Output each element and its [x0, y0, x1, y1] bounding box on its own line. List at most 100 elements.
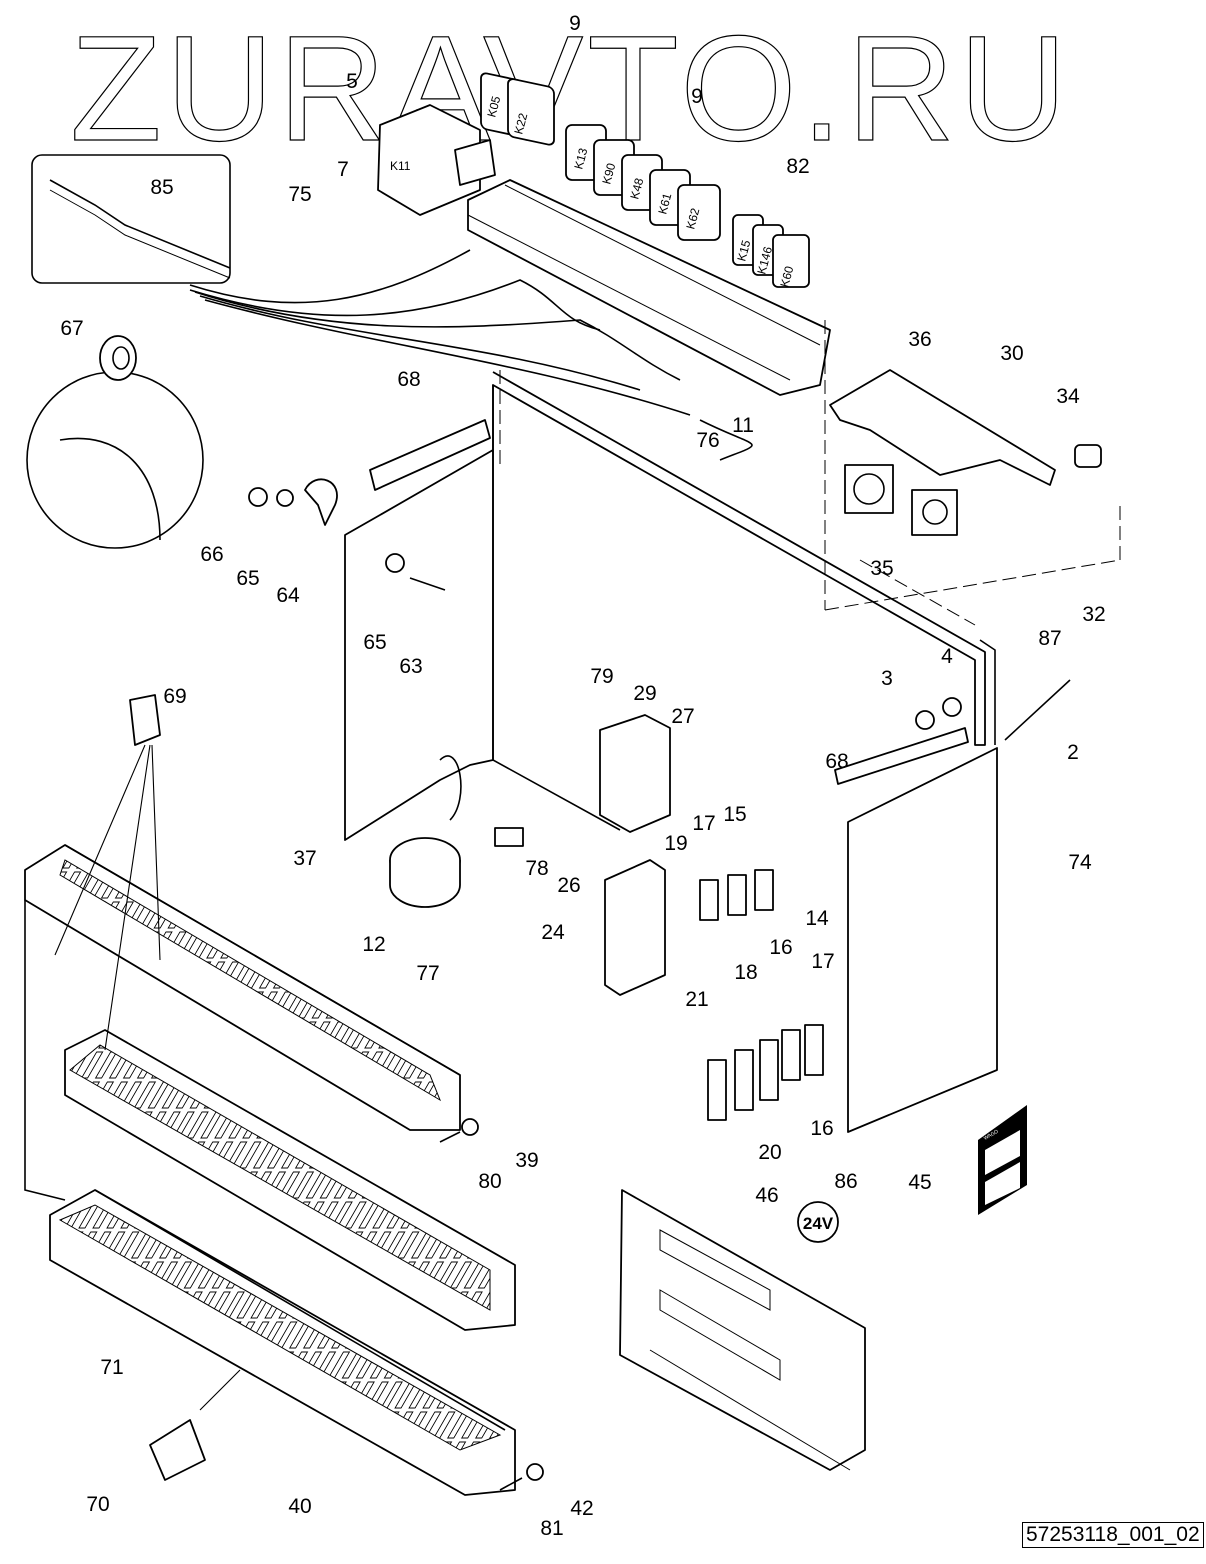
back-plate: [344, 371, 996, 841]
callout: 42: [570, 1497, 593, 1520]
washer: [276, 489, 294, 507]
callout: 36: [908, 328, 931, 351]
label-decal: [619, 1189, 866, 1471]
callout: 14: [805, 907, 829, 930]
svg-text:K60: K60: [777, 264, 796, 289]
callout: 17: [692, 812, 715, 835]
bolt: [499, 1477, 523, 1491]
callout: 21: [685, 988, 708, 1011]
callout: 24: [541, 921, 565, 944]
cable-clamp: [304, 478, 338, 526]
fuse-holders: [699, 869, 824, 1121]
callout: 39: [515, 1149, 538, 1172]
callout: 82: [786, 155, 809, 178]
washer: [942, 697, 962, 717]
callout: 78: [525, 857, 548, 880]
24v-text: 24V: [803, 1214, 834, 1233]
wago-decal: WAGO: [978, 1105, 1027, 1215]
callout: 15: [723, 803, 746, 826]
callout: 27: [671, 705, 694, 728]
bolt: [439, 1131, 461, 1143]
callout: 80: [478, 1170, 501, 1193]
callout: 20: [758, 1141, 781, 1164]
callout: 79: [590, 665, 613, 688]
relay-k22: K22: [507, 78, 555, 146]
nut: [248, 487, 268, 507]
callout: 87: [1038, 627, 1061, 650]
callout: 45: [908, 1171, 931, 1194]
nut: [915, 710, 935, 730]
callout: 65: [236, 567, 259, 590]
callout: 26: [557, 874, 580, 897]
electronic-module: [604, 859, 666, 996]
callout: 34: [1056, 385, 1080, 408]
callout: 30: [1000, 342, 1023, 365]
callout: 74: [1068, 851, 1092, 874]
cable-duct-lower: [49, 1189, 516, 1496]
callout: 64: [276, 584, 300, 607]
callout: 9: [569, 12, 581, 35]
callout: 7: [337, 158, 349, 181]
callout: 46: [755, 1184, 778, 1207]
svg-text:K22: K22: [511, 111, 530, 136]
callout: 63: [399, 655, 422, 678]
svg-text:K61: K61: [655, 191, 674, 216]
callout: 17: [811, 950, 834, 973]
callout: 66: [200, 543, 223, 566]
svg-text:K05: K05: [484, 94, 503, 119]
transformer: [389, 755, 524, 908]
callout: 32: [1082, 603, 1105, 626]
end-cap-upper: [129, 694, 161, 746]
relay-k60: K60: [772, 234, 810, 289]
svg-text:K15: K15: [734, 238, 753, 263]
callout: 70: [86, 1493, 109, 1516]
callout: 67: [60, 317, 83, 340]
callout: 76: [696, 429, 719, 452]
bolt: [409, 577, 446, 591]
timer-relay: [599, 714, 671, 833]
callout: 68: [397, 368, 420, 391]
callout: 18: [734, 961, 757, 984]
svg-text:K11: K11: [390, 159, 411, 173]
cable-duct-upper: [24, 844, 461, 1201]
callout: 29: [633, 682, 656, 705]
stud: [1004, 679, 1071, 741]
end-cap-lower: [149, 1419, 206, 1481]
callout: 35: [870, 557, 893, 580]
24v-decal: [797, 1201, 839, 1243]
connector-bracket: [829, 369, 1102, 536]
wire-harness: [189, 249, 753, 461]
drawing-reference-number: 57253118_001_02: [1022, 1522, 1204, 1548]
callout: 12: [362, 933, 385, 956]
tape-inset: [26, 335, 204, 549]
edge-profile-left: [369, 419, 491, 491]
callout: 85: [150, 176, 173, 199]
callout: 16: [769, 936, 792, 959]
edge-profile: [834, 727, 969, 785]
callout: 40: [288, 1495, 311, 1518]
callout: 71: [100, 1356, 123, 1379]
callout: 37: [293, 847, 316, 870]
svg-text:K13: K13: [571, 146, 590, 171]
relay-socket-rail: [467, 179, 831, 396]
callout: 2: [1067, 741, 1079, 764]
callout: 16: [810, 1117, 833, 1140]
callout: 11: [732, 414, 754, 437]
cable-duct-middle: [64, 1029, 516, 1331]
relay-k62: K62: [677, 184, 721, 241]
callout: 77: [416, 962, 439, 985]
washer: [526, 1463, 544, 1481]
washer: [461, 1118, 479, 1136]
wire-harness-inset: [31, 154, 231, 284]
callout: 19: [664, 832, 687, 855]
callout: 75: [288, 183, 311, 206]
callout: 4: [941, 645, 953, 668]
callout: 5: [346, 70, 358, 93]
callout: 9: [691, 85, 703, 108]
callout: 68: [825, 750, 848, 773]
svg-text:K62: K62: [683, 206, 702, 231]
callout: 69: [163, 685, 186, 708]
svg-text:K90: K90: [599, 161, 618, 186]
callout: 3: [881, 667, 893, 690]
